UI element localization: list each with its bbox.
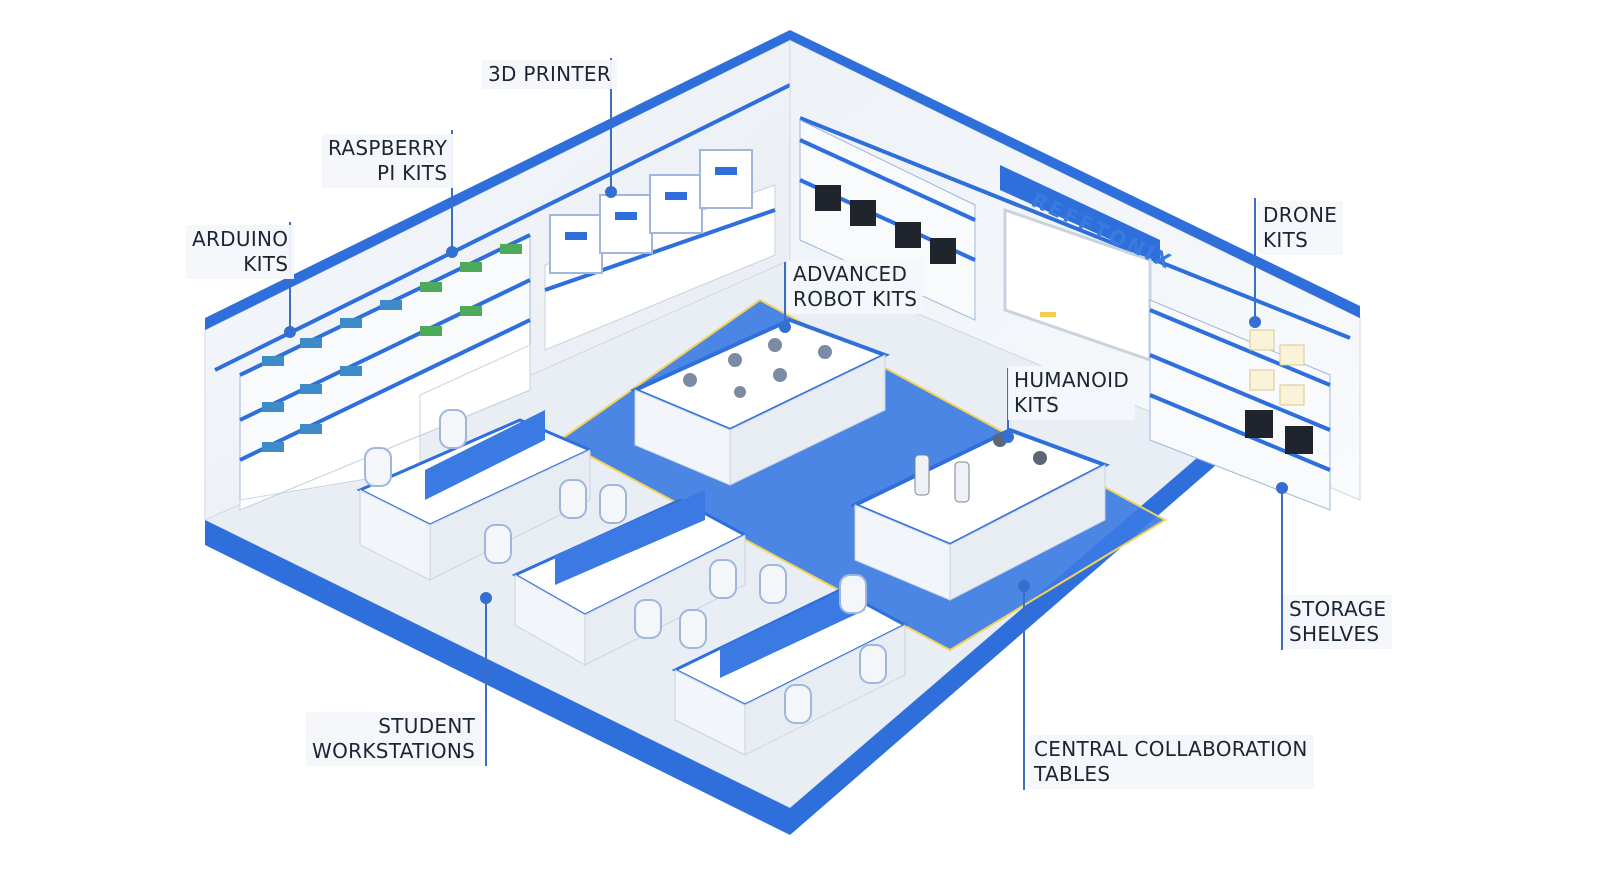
label-3d-printer: 3D PRINTER bbox=[482, 60, 618, 89]
label-central-collaboration-tables: CENTRAL COLLABORATION TABLES bbox=[1028, 735, 1314, 789]
label-raspberry-pi-kits: RASPBERRY PI KITS bbox=[322, 134, 454, 188]
label-humanoid-kits: HUMANOID KITS bbox=[1008, 366, 1136, 420]
label-drone-kits: DRONE KITS bbox=[1257, 201, 1344, 255]
label-student-workstations: STUDENT WORKSTATIONS bbox=[306, 712, 482, 766]
label-arduino-kits: ARDUINO KITS bbox=[186, 225, 295, 279]
label-advanced-robot-kits: ADVANCED ROBOT KITS bbox=[787, 260, 924, 314]
student-workstations bbox=[356, 409, 909, 756]
storage-shelves bbox=[1149, 299, 1331, 511]
drone-shelves-back bbox=[799, 119, 976, 321]
printer-station bbox=[544, 149, 776, 351]
left-wall-shelves bbox=[239, 233, 531, 511]
robot-kit-table bbox=[629, 317, 891, 486]
label-storage-shelves: STORAGE SHELVES bbox=[1283, 595, 1393, 649]
humanoid-kit-table bbox=[850, 427, 1110, 601]
